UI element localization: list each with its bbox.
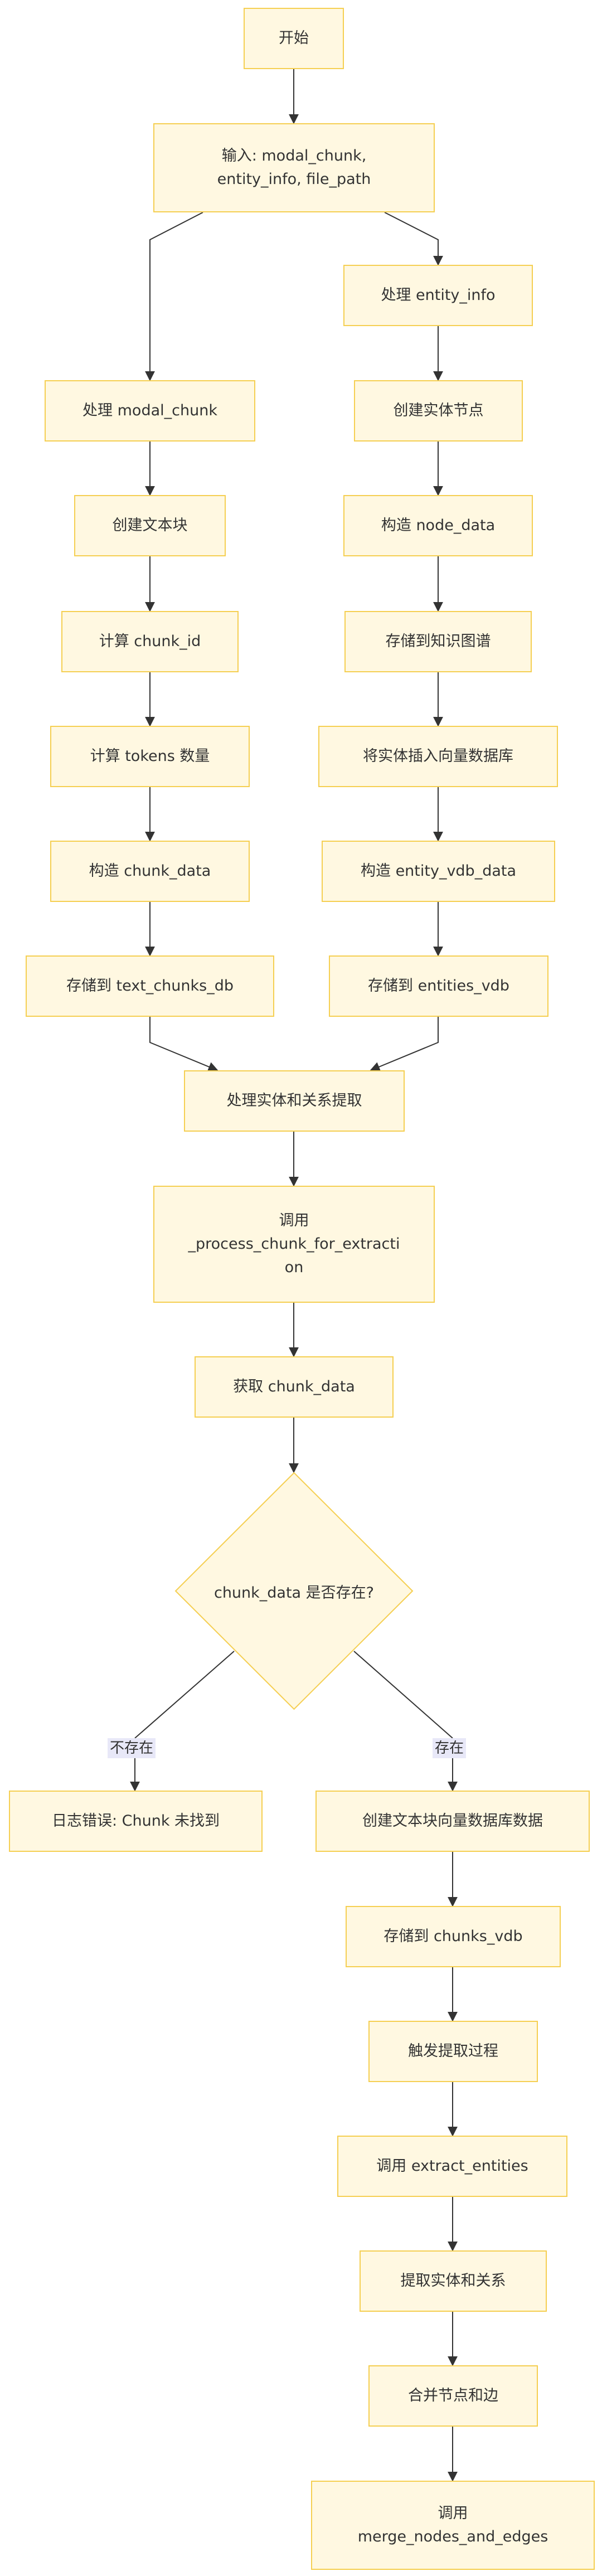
edge-input-to-entity-info — [384, 212, 443, 266]
node-build-entity-vdb-data: 构造 entity_vdb_data — [322, 841, 555, 902]
edge-decision-to-yes-label — [353, 1651, 453, 1739]
edge-label-no: 不存在 — [108, 1738, 156, 1758]
node-process-modal-chunk: 处理 modal_chunk — [45, 380, 255, 442]
node-store-entities-vdb: 存储到 entities_vdb — [329, 955, 548, 1017]
node-store-text-chunks-db: 存储到 text_chunks_db — [26, 955, 274, 1017]
node-process-entity-info: 处理 entity_info — [343, 265, 533, 326]
node-create-entity-node: 创建实体节点 — [354, 380, 523, 442]
node-call-extract-entities: 调用 extract_entities — [337, 2136, 567, 2197]
node-process-extraction: 处理实体和关系提取 — [184, 1070, 405, 1132]
node-create-chunk-vdb-data: 创建文本块向量数据库数据 — [315, 1791, 590, 1852]
edge-input-to-modal-chunk — [145, 212, 203, 381]
decision-label: chunk_data 是否存在? — [213, 1584, 375, 1602]
node-extract-entities-relations: 提取实体和关系 — [360, 2250, 547, 2312]
edge-text-chunks-db-to-extraction — [149, 1017, 219, 1072]
node-input: 输入: modal_chunk, entity_info, file_path — [153, 123, 435, 212]
node-calc-chunk-id: 计算 chunk_id — [61, 611, 239, 672]
node-call-process-chunk: 调用 _process_chunk_for_extracti on — [153, 1186, 435, 1303]
node-insert-entity-vdb: 将实体插入向量数据库 — [318, 726, 558, 787]
node-call-merge: 调用 merge_nodes_and_edges — [311, 2481, 595, 2570]
node-get-chunk-data: 获取 chunk_data — [195, 1356, 394, 1418]
edge-label-yes: 存在 — [433, 1738, 467, 1758]
node-start: 开始 — [244, 8, 344, 69]
node-calc-tokens: 计算 tokens 数量 — [50, 726, 250, 787]
node-merge-nodes-edges: 合并节点和边 — [368, 2365, 538, 2427]
node-trigger-extraction: 触发提取过程 — [368, 2021, 538, 2082]
node-create-text-chunk: 创建文本块 — [74, 495, 226, 556]
node-store-kg: 存储到知识图谱 — [344, 611, 532, 672]
node-build-chunk-data: 构造 chunk_data — [50, 841, 250, 902]
node-log-error: 日志错误: Chunk 未找到 — [9, 1791, 263, 1852]
decision-chunk-data-exists: chunk_data 是否存在? — [174, 1472, 414, 1710]
edge-entities-vdb-to-extraction — [370, 1017, 439, 1072]
node-build-node-data: 构造 node_data — [343, 495, 533, 556]
edge-decision-to-no-label — [134, 1651, 235, 1739]
decision-diamond-shape — [174, 1472, 414, 1710]
node-store-chunks-vdb: 存储到 chunks_vdb — [346, 1906, 561, 1967]
